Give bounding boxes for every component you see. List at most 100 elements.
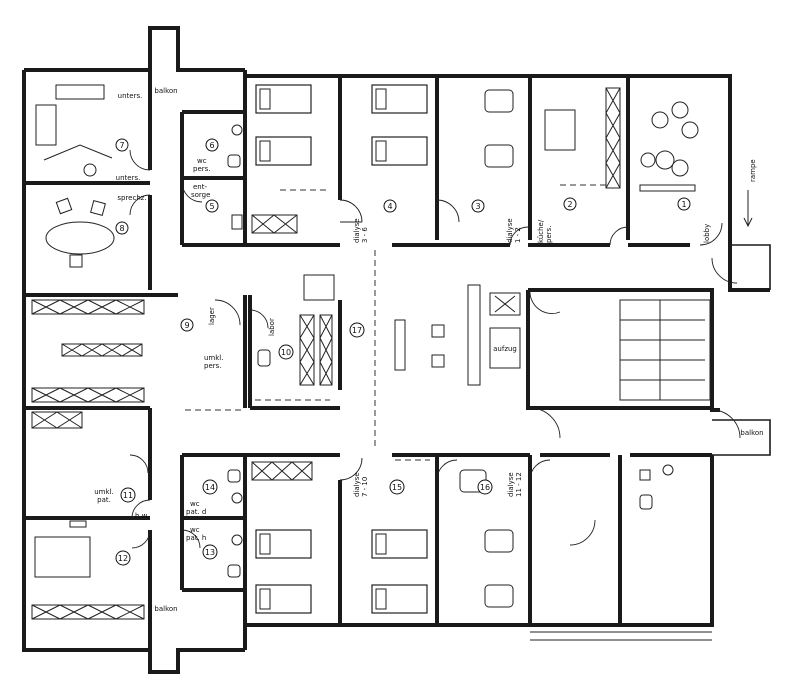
label-aufzug: aufzug bbox=[493, 345, 517, 353]
room-number: 7 bbox=[115, 138, 129, 152]
bed bbox=[371, 529, 428, 559]
room-labels: balkon balkon balkon unters. unters. spr… bbox=[94, 87, 763, 613]
label-lobby: lobby bbox=[703, 224, 711, 243]
bed bbox=[255, 584, 312, 614]
room-number: 14 bbox=[202, 479, 218, 495]
label-unters: unters. bbox=[118, 92, 143, 100]
label-entsorge-2: sorge bbox=[191, 191, 210, 199]
room-number: 12 bbox=[115, 550, 131, 566]
bed bbox=[255, 136, 312, 166]
svg-text:7: 7 bbox=[119, 141, 124, 150]
cabinet-row bbox=[31, 299, 145, 315]
sanitary-fixtures bbox=[227, 124, 674, 578]
room-number: 13 bbox=[202, 544, 218, 560]
label-unters-2: unters. bbox=[116, 174, 141, 182]
room-number: 16 bbox=[477, 479, 493, 495]
label-dialyse-7-10: dialyse bbox=[353, 472, 361, 497]
dashed-lines bbox=[185, 184, 620, 461]
room-number: 3 bbox=[471, 199, 485, 213]
bed bbox=[371, 84, 428, 114]
room-number: 6 bbox=[205, 138, 219, 152]
label-balkon-right: balkon bbox=[740, 429, 763, 437]
cabinet-row bbox=[31, 411, 83, 429]
room-number: 17 bbox=[349, 322, 365, 338]
bed bbox=[371, 584, 428, 614]
label-hw: h.w. bbox=[135, 512, 149, 520]
label-labor: labor bbox=[268, 318, 276, 336]
room-number: 5 bbox=[205, 199, 219, 213]
room-number: 10 bbox=[278, 344, 294, 360]
label-wc-pat-h-1: wc bbox=[190, 526, 200, 534]
svg-text:13: 13 bbox=[205, 548, 215, 557]
room-number: 11 bbox=[120, 487, 136, 503]
bed bbox=[371, 136, 428, 166]
label-entsorge-1: ent- bbox=[193, 183, 207, 191]
label-kuche: küche/ bbox=[537, 219, 545, 243]
label-dialyse-7-10-beds: 7 - 10 bbox=[361, 477, 369, 497]
room-number: 8 bbox=[115, 221, 129, 235]
svg-text:10: 10 bbox=[281, 348, 291, 357]
cabinet-column bbox=[605, 87, 621, 189]
svg-text:2: 2 bbox=[567, 200, 572, 209]
label-wc-pers-2: pers. bbox=[193, 165, 211, 173]
label-sprechz: sprechz. bbox=[117, 194, 146, 202]
svg-text:17: 17 bbox=[352, 326, 362, 335]
svg-text:3: 3 bbox=[475, 202, 480, 211]
svg-text:9: 9 bbox=[184, 321, 189, 330]
label-wc-pers-1: wc bbox=[197, 157, 207, 165]
label-balkon-bottom: balkon bbox=[154, 605, 177, 613]
room-number: 9 bbox=[180, 318, 194, 332]
label-umkl-pat-2: pat. bbox=[97, 496, 111, 504]
cabinet-row bbox=[31, 387, 145, 403]
label-umkl-pers-1: umkl. bbox=[204, 354, 223, 362]
svg-text:16: 16 bbox=[480, 483, 490, 492]
beds bbox=[255, 84, 428, 614]
room-numbers: 1 2 3 4 5 6 7 8 9 10 11 12 13 14 15 16 1… bbox=[115, 138, 691, 566]
room-number: 15 bbox=[389, 479, 405, 495]
label-kuche-pers: pers. bbox=[545, 226, 553, 244]
label-umkl-pers-2: pers. bbox=[204, 362, 222, 370]
label-dialyse-3-6: dialyse bbox=[353, 218, 361, 243]
lobby-tables bbox=[544, 101, 699, 192]
office-furniture bbox=[34, 84, 481, 578]
bed bbox=[255, 529, 312, 559]
outer-walls bbox=[22, 26, 771, 674]
svg-text:12: 12 bbox=[118, 554, 128, 563]
label-dialyse-3-6-beds: 3 - 6 bbox=[361, 227, 369, 243]
cabinet-row bbox=[251, 214, 298, 234]
cabinet-row bbox=[61, 343, 143, 357]
label-lager: lager bbox=[208, 307, 216, 325]
svg-text:6: 6 bbox=[209, 141, 214, 150]
label-umkl-pat-1: umkl. bbox=[94, 488, 113, 496]
interior-walls bbox=[24, 70, 714, 650]
svg-text:14: 14 bbox=[205, 483, 215, 492]
room-number: 1 bbox=[677, 197, 691, 211]
label-dialyse-1-2: dialyse bbox=[506, 218, 514, 243]
cabinet-column bbox=[319, 314, 333, 386]
label-wc-pat-h-2: pat. h bbox=[186, 534, 206, 542]
label-wc-pat-d-2: pat. d bbox=[186, 508, 206, 516]
room-number: 4 bbox=[383, 199, 397, 213]
svg-text:15: 15 bbox=[392, 483, 402, 492]
svg-text:8: 8 bbox=[119, 224, 124, 233]
svg-text:11: 11 bbox=[123, 491, 133, 500]
bed bbox=[255, 84, 312, 114]
cabinet-row bbox=[31, 604, 145, 620]
svg-text:5: 5 bbox=[209, 202, 214, 211]
cabinets bbox=[31, 87, 621, 620]
label-dialyse-11-12-beds: 11 - 12 bbox=[515, 472, 523, 497]
elevator-stair bbox=[489, 292, 711, 401]
label-balkon-top: balkon bbox=[154, 87, 177, 95]
cabinet-column bbox=[299, 314, 315, 386]
dialysis-chairs bbox=[459, 89, 514, 608]
door-swings bbox=[129, 149, 741, 549]
label-rampe: rampe bbox=[749, 159, 757, 182]
label-wc-pat-d-1: wc bbox=[190, 500, 200, 508]
room-number: 2 bbox=[563, 197, 577, 211]
svg-text:4: 4 bbox=[387, 202, 392, 211]
label-dialyse-11-12: dialyse bbox=[507, 472, 515, 497]
ramp-arrow bbox=[743, 190, 753, 228]
svg-text:1: 1 bbox=[681, 200, 686, 209]
label-dialyse-1-2-beds: 1 - 2 bbox=[514, 227, 522, 243]
